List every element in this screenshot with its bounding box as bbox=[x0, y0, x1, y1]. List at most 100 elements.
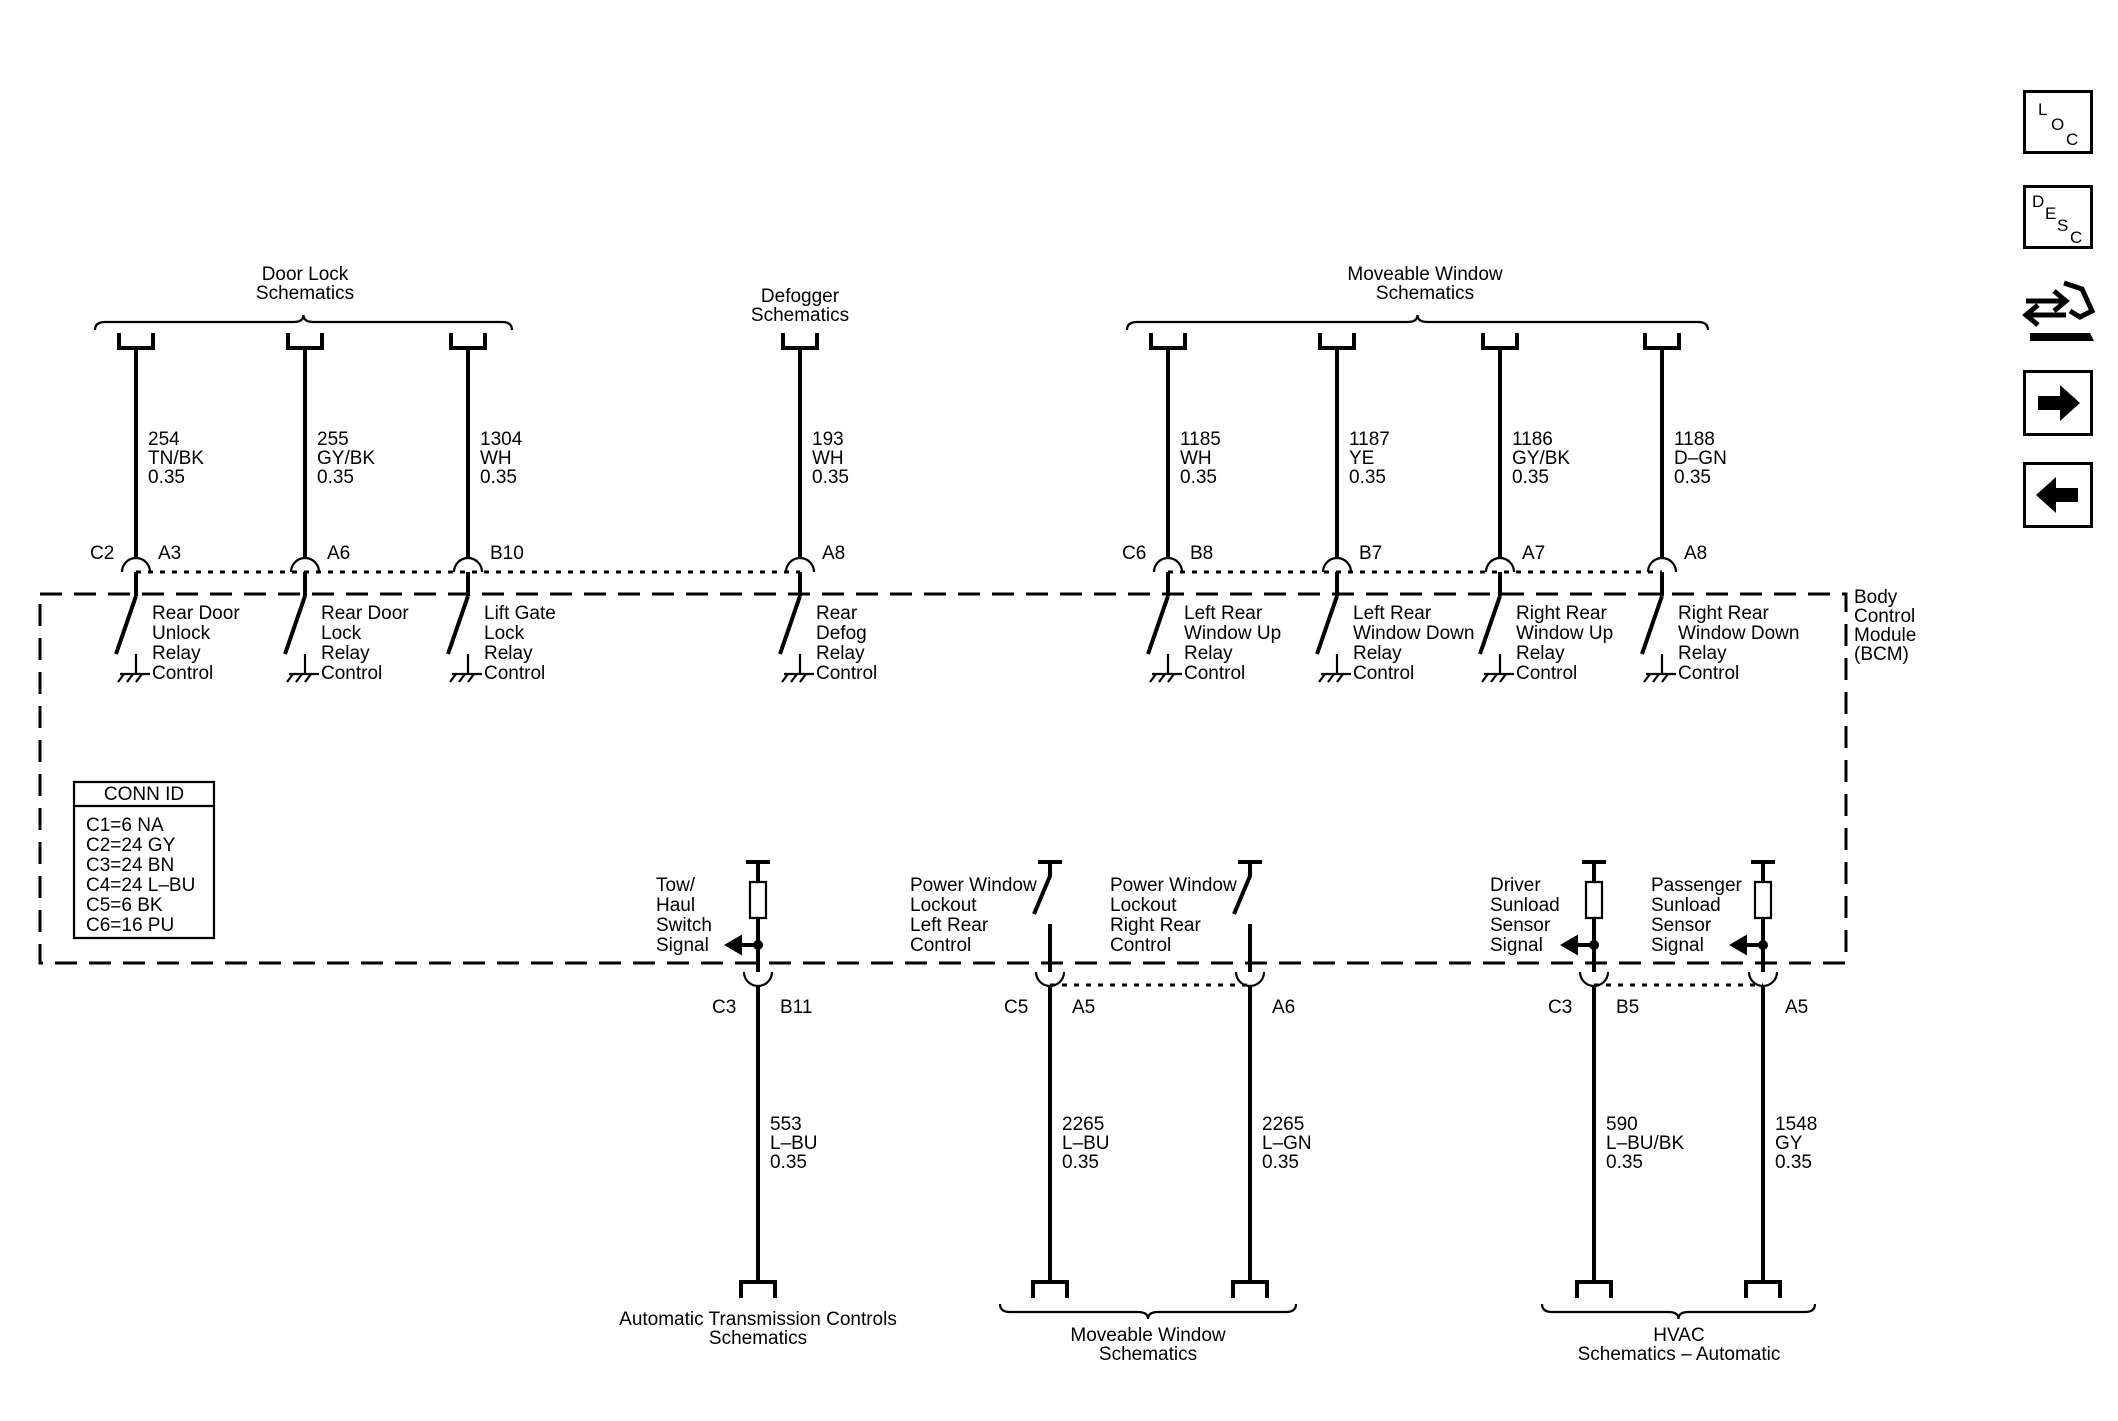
top-connector-pin bbox=[120, 556, 152, 573]
relay-control-label: Unlock bbox=[152, 623, 211, 644]
location-button[interactable]: L O C bbox=[2023, 90, 2093, 154]
wire-gauge: 0.35 bbox=[480, 467, 517, 488]
relay-control-label: Control bbox=[816, 663, 877, 684]
relay-control-label: Rear bbox=[816, 603, 858, 624]
pin-label: A3 bbox=[158, 543, 181, 564]
resistor-icon bbox=[748, 880, 768, 920]
previous-page-button[interactable] bbox=[2023, 462, 2093, 528]
relay-control-label: Defog bbox=[816, 623, 867, 644]
relay-control-label: Relay bbox=[1353, 643, 1402, 664]
wire-gauge: 0.35 bbox=[812, 467, 849, 488]
top-terminal bbox=[449, 333, 487, 350]
relay-control-label: Window Down bbox=[1353, 623, 1474, 644]
conn-id-row: C2=24 GY bbox=[86, 835, 176, 856]
loc-letter-o: O bbox=[2051, 115, 2064, 134]
pin-label: A8 bbox=[822, 543, 845, 564]
wire-color: WH bbox=[480, 448, 512, 469]
conn-id-row: C5=6 BK bbox=[86, 895, 163, 916]
ground-symbol bbox=[781, 654, 814, 683]
wire-color: L–BU/BK bbox=[1606, 1133, 1684, 1154]
wire-gauge: 0.35 bbox=[770, 1152, 807, 1173]
header-hvac: Schematics – Automatic bbox=[1578, 1344, 1781, 1365]
header-moveable-bottom: Moveable Window bbox=[1070, 1325, 1226, 1346]
relay-control-label: Rear Door bbox=[152, 603, 240, 624]
wire-gauge: 0.35 bbox=[148, 467, 185, 488]
relay-control-label: Relay bbox=[152, 643, 201, 664]
next-page-button[interactable] bbox=[2023, 370, 2093, 436]
header-trans: Automatic Transmission Controls bbox=[619, 1309, 897, 1330]
circuit-number: 2265 bbox=[1262, 1114, 1304, 1135]
signal-label: Signal bbox=[1651, 935, 1704, 956]
loc-letter-l: L bbox=[2038, 100, 2047, 119]
bottom-terminal bbox=[1231, 1280, 1269, 1298]
relay-switch bbox=[1146, 595, 1170, 655]
circuit-number: 1548 bbox=[1775, 1114, 1817, 1135]
bottom-terminal bbox=[1575, 1280, 1613, 1298]
signal-label: Left Rear bbox=[910, 915, 989, 936]
relay-control-label: Right Rear bbox=[1516, 603, 1607, 624]
relay-control-label: Control bbox=[152, 663, 213, 684]
circuit-number: 553 bbox=[770, 1114, 802, 1135]
signal-label: Control bbox=[910, 935, 971, 956]
relay-control-label: Control bbox=[1353, 663, 1414, 684]
wire-color: D–GN bbox=[1674, 448, 1727, 469]
relay-control-label: Rear Door bbox=[321, 603, 409, 624]
circuit-number: 1188 bbox=[1674, 429, 1715, 450]
wire-color: TN/BK bbox=[148, 448, 204, 469]
signal-label: Control bbox=[1110, 935, 1171, 956]
wire-color: GY bbox=[1775, 1133, 1803, 1154]
connector-c5-label: C5 bbox=[1004, 997, 1028, 1018]
connector-tool-icon[interactable] bbox=[2020, 275, 2100, 350]
relay-control-label: Lift Gate bbox=[484, 603, 556, 624]
module-label: Control bbox=[1854, 606, 1915, 627]
top-terminal bbox=[781, 333, 819, 350]
header-moveable-top: Schematics bbox=[1376, 283, 1474, 304]
brace-moveable-top bbox=[1125, 314, 1710, 331]
brace-door-lock bbox=[93, 314, 514, 331]
wire-color: L–BU bbox=[1062, 1133, 1110, 1154]
top-terminal bbox=[1643, 333, 1681, 350]
next-arrow-icon bbox=[2038, 385, 2080, 421]
wire-color: GY/BK bbox=[1512, 448, 1570, 469]
relay-control-label: Relay bbox=[1184, 643, 1233, 664]
header-hvac: HVAC bbox=[1653, 1325, 1704, 1346]
connector-c2-label: C2 bbox=[90, 543, 114, 564]
relay-switch bbox=[283, 595, 307, 655]
relay-control-label: Relay bbox=[484, 643, 533, 664]
circuit-number: 590 bbox=[1606, 1114, 1638, 1135]
description-button[interactable]: D E S C bbox=[2023, 185, 2093, 249]
loc-letter-c: C bbox=[2066, 130, 2078, 149]
conn-id-row: C1=6 NA bbox=[86, 815, 164, 836]
circuit-number: 255 bbox=[317, 429, 349, 450]
pin-label: B10 bbox=[490, 543, 524, 564]
signal-label: Lockout bbox=[910, 895, 977, 916]
pin-label: B8 bbox=[1190, 543, 1213, 564]
relay-control-label: Window Up bbox=[1516, 623, 1613, 644]
conn-id-box bbox=[72, 780, 216, 940]
desc-icon: D E S C bbox=[2032, 192, 2082, 246]
wire-gauge: 0.35 bbox=[1062, 1152, 1099, 1173]
signal-label: Switch bbox=[656, 915, 712, 936]
lockout-switch bbox=[1232, 862, 1252, 915]
ground-symbol bbox=[1481, 654, 1514, 683]
signal-arrow-icon bbox=[724, 934, 742, 956]
ground-symbol bbox=[1643, 654, 1676, 683]
relay-switch bbox=[778, 595, 802, 655]
wire-color: L–GN bbox=[1262, 1133, 1312, 1154]
pin-label: B7 bbox=[1359, 543, 1382, 564]
conn-id-row: C6=16 PU bbox=[86, 915, 174, 936]
wire-color: YE bbox=[1349, 448, 1374, 469]
pin-label: A5 bbox=[1072, 997, 1095, 1018]
signal-label: Tow/ bbox=[656, 875, 696, 896]
wire-gauge: 0.35 bbox=[1775, 1152, 1812, 1173]
header-door-lock: Door Lock bbox=[262, 264, 349, 285]
header-defogger: Schematics bbox=[751, 305, 849, 326]
resistor-icon bbox=[1584, 880, 1604, 920]
signal-label: Passenger bbox=[1651, 875, 1743, 896]
pin-label: B5 bbox=[1616, 997, 1639, 1018]
ground-symbol bbox=[286, 654, 319, 683]
resistor-icon bbox=[1753, 880, 1773, 920]
wire-color: WH bbox=[812, 448, 844, 469]
header-door-lock: Schematics bbox=[256, 283, 354, 304]
